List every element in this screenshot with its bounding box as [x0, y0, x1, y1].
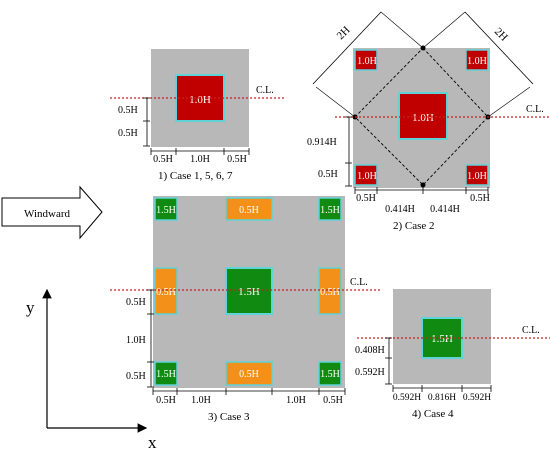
case3-block — [225, 267, 273, 315]
xy-axes: y x — [26, 288, 157, 452]
case1-cl-label: C.L. — [256, 85, 274, 96]
case4-cl-label: C.L. — [522, 325, 540, 336]
case2-diag-ext — [422, 11, 466, 49]
case1-diagram: 1.0H C.L. 0.5H 0.5H 0.5H 1.0H 0.5H 1) Ca… — [110, 49, 285, 182]
case3-block-label: 1.5H — [320, 369, 340, 380]
case2-cl-label: C.L. — [526, 104, 544, 115]
case2-hdim-label: 0.5H — [470, 193, 490, 204]
case2-corner-block — [354, 49, 378, 71]
case4-hdim-label: 0.816H — [428, 393, 456, 403]
case4-hdim-label: 0.592H — [463, 393, 491, 403]
case2-center-label: 1.0H — [412, 112, 434, 124]
case3-block-label: 1.5H — [320, 205, 340, 216]
case2-vertex-dot — [420, 182, 426, 188]
case2-corner-block — [354, 164, 378, 186]
case3-cl-label: C.L. — [350, 277, 368, 288]
case3-block — [318, 267, 342, 315]
case3-vdim-label: 0.5H — [126, 297, 146, 308]
case4-vdim-label: 0.592H — [355, 367, 385, 378]
case2-diag-dim-right — [464, 11, 534, 85]
case1-caption: 1) Case 1, 5, 6, 7 — [158, 170, 233, 182]
case3-hdim-label: 1.0H — [191, 395, 211, 406]
case4-hdim-label: 0.592H — [393, 393, 421, 403]
case2-corner-label: 1.0H — [467, 56, 487, 67]
case3-vdim-label: 0.5H — [126, 371, 146, 382]
case3-block — [225, 361, 273, 386]
y-axis-label: y — [26, 298, 35, 317]
case3-block-label: 0.5H — [320, 287, 340, 298]
case1-hdim-label: 0.5H — [153, 154, 173, 165]
case2-corner-label: 1.0H — [357, 56, 377, 67]
case3-diagram: 1.5H 0.5H 1.5H 0.5H 1.5H 0.5H 1.5H 0.5H … — [110, 196, 380, 423]
case2-corner-block — [465, 49, 489, 71]
case2-vdim-label: 0.914H — [307, 137, 337, 148]
case3-hdim-label: 0.5H — [323, 395, 343, 406]
case2-diagram: 1.0H 1.0H 1.0H 1.0H 1.0H 2H 2H C.L. 0.91… — [307, 11, 550, 232]
case3-caption: 3) Case 3 — [208, 411, 250, 423]
case3-block-label: 1.5H — [156, 205, 176, 216]
case2-diag-ext — [380, 11, 424, 49]
case2-corner-label: 1.0H — [467, 171, 487, 182]
case3-block-label: 0.5H — [239, 369, 259, 380]
case1-hdim-label: 0.5H — [227, 154, 247, 165]
case3-block — [318, 361, 342, 386]
case2-corner-block — [465, 164, 489, 186]
windward-arrow: Windward — [1, 185, 103, 240]
case1-vdim-label: 0.5H — [118, 105, 138, 116]
case4-vdim-label: 0.408H — [355, 345, 385, 356]
case4-block-label: 1.5H — [431, 333, 453, 345]
case4-diagram: 1.5H C.L. 0.408H 0.592H 0.592H 0.816H 0.… — [355, 289, 550, 420]
case2-diag-label: 2H — [335, 24, 353, 42]
case2-corner-label: 1.0H — [357, 171, 377, 182]
case2-caption: 2) Case 2 — [393, 220, 435, 232]
case3-block — [154, 267, 178, 315]
case3-vdim-label: 1.0H — [126, 335, 146, 346]
case2-hdim-label: 0.5H — [356, 193, 376, 204]
case3-hdim-label: 1.0H — [286, 395, 306, 406]
case3-block — [225, 197, 273, 221]
case3-hdim-label: 0.5H — [156, 395, 176, 406]
case2-diamond — [354, 47, 489, 186]
case2-diag-label: 2H — [492, 26, 510, 44]
case2-diag-dim-left — [312, 11, 382, 85]
case2-center-block — [398, 92, 448, 140]
windward-label: Windward — [24, 208, 70, 220]
case3-block — [318, 197, 342, 221]
case2-hdim-label: 0.414H — [430, 204, 460, 215]
x-axis-label: x — [148, 433, 157, 452]
windward-arrow-shape — [1, 185, 103, 240]
case3-block — [154, 361, 178, 386]
case3-block-label: 1.5H — [156, 369, 176, 380]
case3-block — [154, 197, 178, 221]
case3-block-label: 0.5H — [156, 287, 176, 298]
case2-diag-ext — [315, 86, 356, 118]
case3-block-label: 1.5H — [238, 286, 260, 298]
case1-block-label: 1.0H — [189, 94, 211, 106]
case2-diag-ext — [487, 86, 531, 118]
case4-caption: 4) Case 4 — [412, 408, 454, 420]
case2-hdim-label: 0.414H — [385, 204, 415, 215]
case2-vdim-label: 0.5H — [318, 169, 338, 180]
case1-hdim-label: 1.0H — [190, 154, 210, 165]
case3-block-label: 0.5H — [239, 205, 259, 216]
case1-vdim-label: 0.5H — [118, 128, 138, 139]
